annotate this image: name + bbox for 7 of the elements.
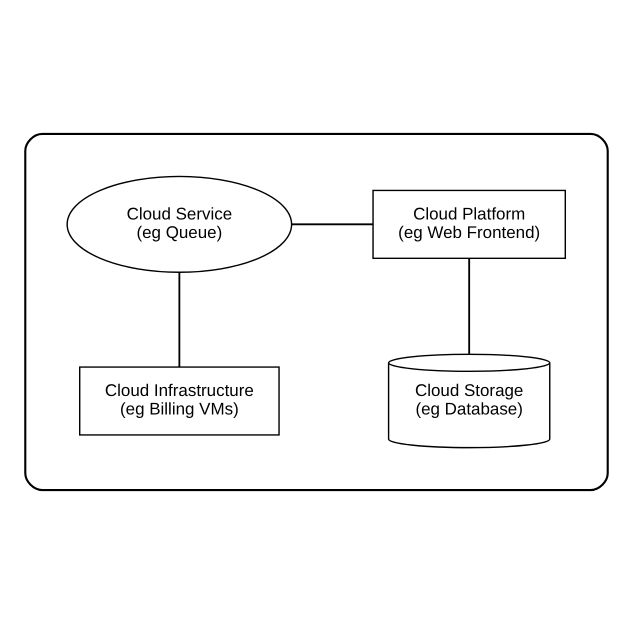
cluster [24, 132, 609, 491]
node-ellipse: Cloud Service (eg Queue) [66, 175, 292, 272]
connector [178, 272, 180, 366]
connector [291, 222, 373, 225]
node-box: Cloud Infrastructure (eg Billing VMs) [79, 366, 280, 436]
connector [468, 258, 470, 354]
node-box: Cloud Platform (eg Web Frontend) [372, 189, 566, 258]
